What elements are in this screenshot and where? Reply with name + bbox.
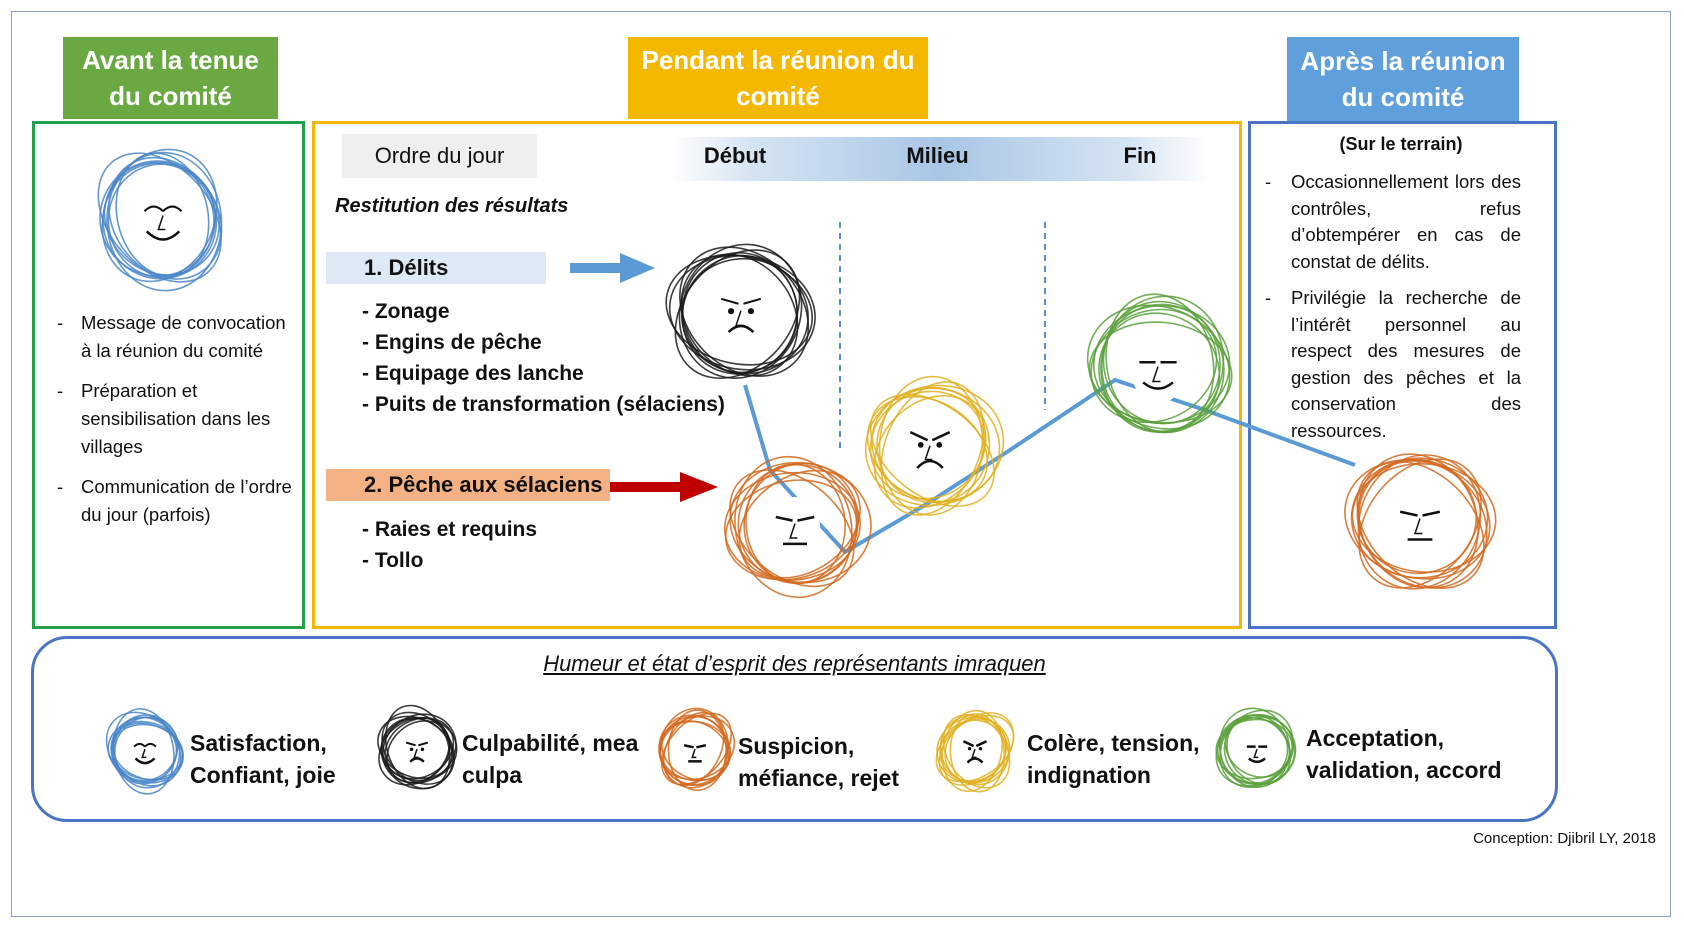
topic1-item: - Engins de pêche [362,331,542,354]
topic2-items: - Raies et requins - Tollo [362,514,537,576]
before-item: Communication de l’ordre du jour (parfoi… [35,473,297,529]
legend-text-anger: Colère, tension, indignation [1027,727,1200,791]
outer-frame [11,11,1671,917]
before-panel: Message de convocation à la réunion du c… [32,121,305,629]
legend-line: Satisfaction, [190,730,327,756]
legend-text-culpability: Culpabilité, mea culpa [462,727,638,791]
before-item: Message de convocation à la réunion du c… [35,309,297,365]
agenda-label: Ordre du jour [342,134,537,178]
topic2-item: - Tollo [362,549,424,572]
timeline-end: Fin [1123,143,1157,168]
after-list: Occasionnellement lors des contrôles, re… [1251,169,1521,454]
legend-line: Colère, tension, [1027,730,1200,756]
topic1-items: - Zonage - Engins de pêche - Equipage de… [362,296,725,420]
phase-during-title: Pendant la réunion du comité [628,37,928,119]
after-item: Privilégie la recherche de l’intérêt per… [1251,285,1521,444]
legend-line: validation, accord [1306,757,1502,783]
legend-line: Suspicion, [738,733,855,759]
after-subtitle: (Sur le terrain) [1339,134,1463,154]
legend-line: Confiant, joie [190,762,336,788]
timeline-bar [670,137,1210,181]
legend-text-acceptance: Acceptation, validation, accord [1306,722,1502,786]
legend-line: culpa [462,762,523,788]
timeline-start: Début [703,143,767,168]
legend-panel: Humeur et état d’esprit des représentant… [31,636,1558,822]
topic1-item: - Equipage des lanche [362,362,584,385]
topic2-title: 2. Pêche aux sélaciens [326,469,610,501]
before-list: Message de convocation à la réunion du c… [35,309,297,541]
after-panel: (Sur le terrain) Occasionnellement lors … [1248,121,1557,629]
topic1-item: - Zonage [362,300,450,323]
timeline-middle: Milieu [906,143,969,168]
legend-line: Acceptation, [1306,725,1445,751]
legend-title: Humeur et état d’esprit des représentant… [543,651,1046,676]
before-item: Préparation et sensibilisation dans les … [35,377,297,461]
after-item: Occasionnellement lors des contrôles, re… [1251,169,1521,275]
phase-before-title: Avant la tenue du comité [63,37,278,119]
legend-text-suspicion: Suspicion, méfiance, rejet [738,730,899,794]
during-panel [312,121,1242,629]
topic1-title: 1. Délits [326,252,546,284]
topic2-item: - Raies et requins [362,518,538,541]
topic1-item: - Puits de transformation (sélaciens) [362,393,725,416]
restitution-label: Restitution des résultats [335,195,569,217]
legend-line: méfiance, rejet [738,765,900,791]
legend-text-satisfaction: Satisfaction, Confiant, joie [190,727,336,791]
credit: Conception: Djibril LY, 2018 [1473,830,1656,847]
legend-line: indignation [1027,762,1151,788]
legend-line: Culpabilité, mea [462,730,639,756]
phase-after-title: Après la réunion du comité [1287,37,1519,121]
